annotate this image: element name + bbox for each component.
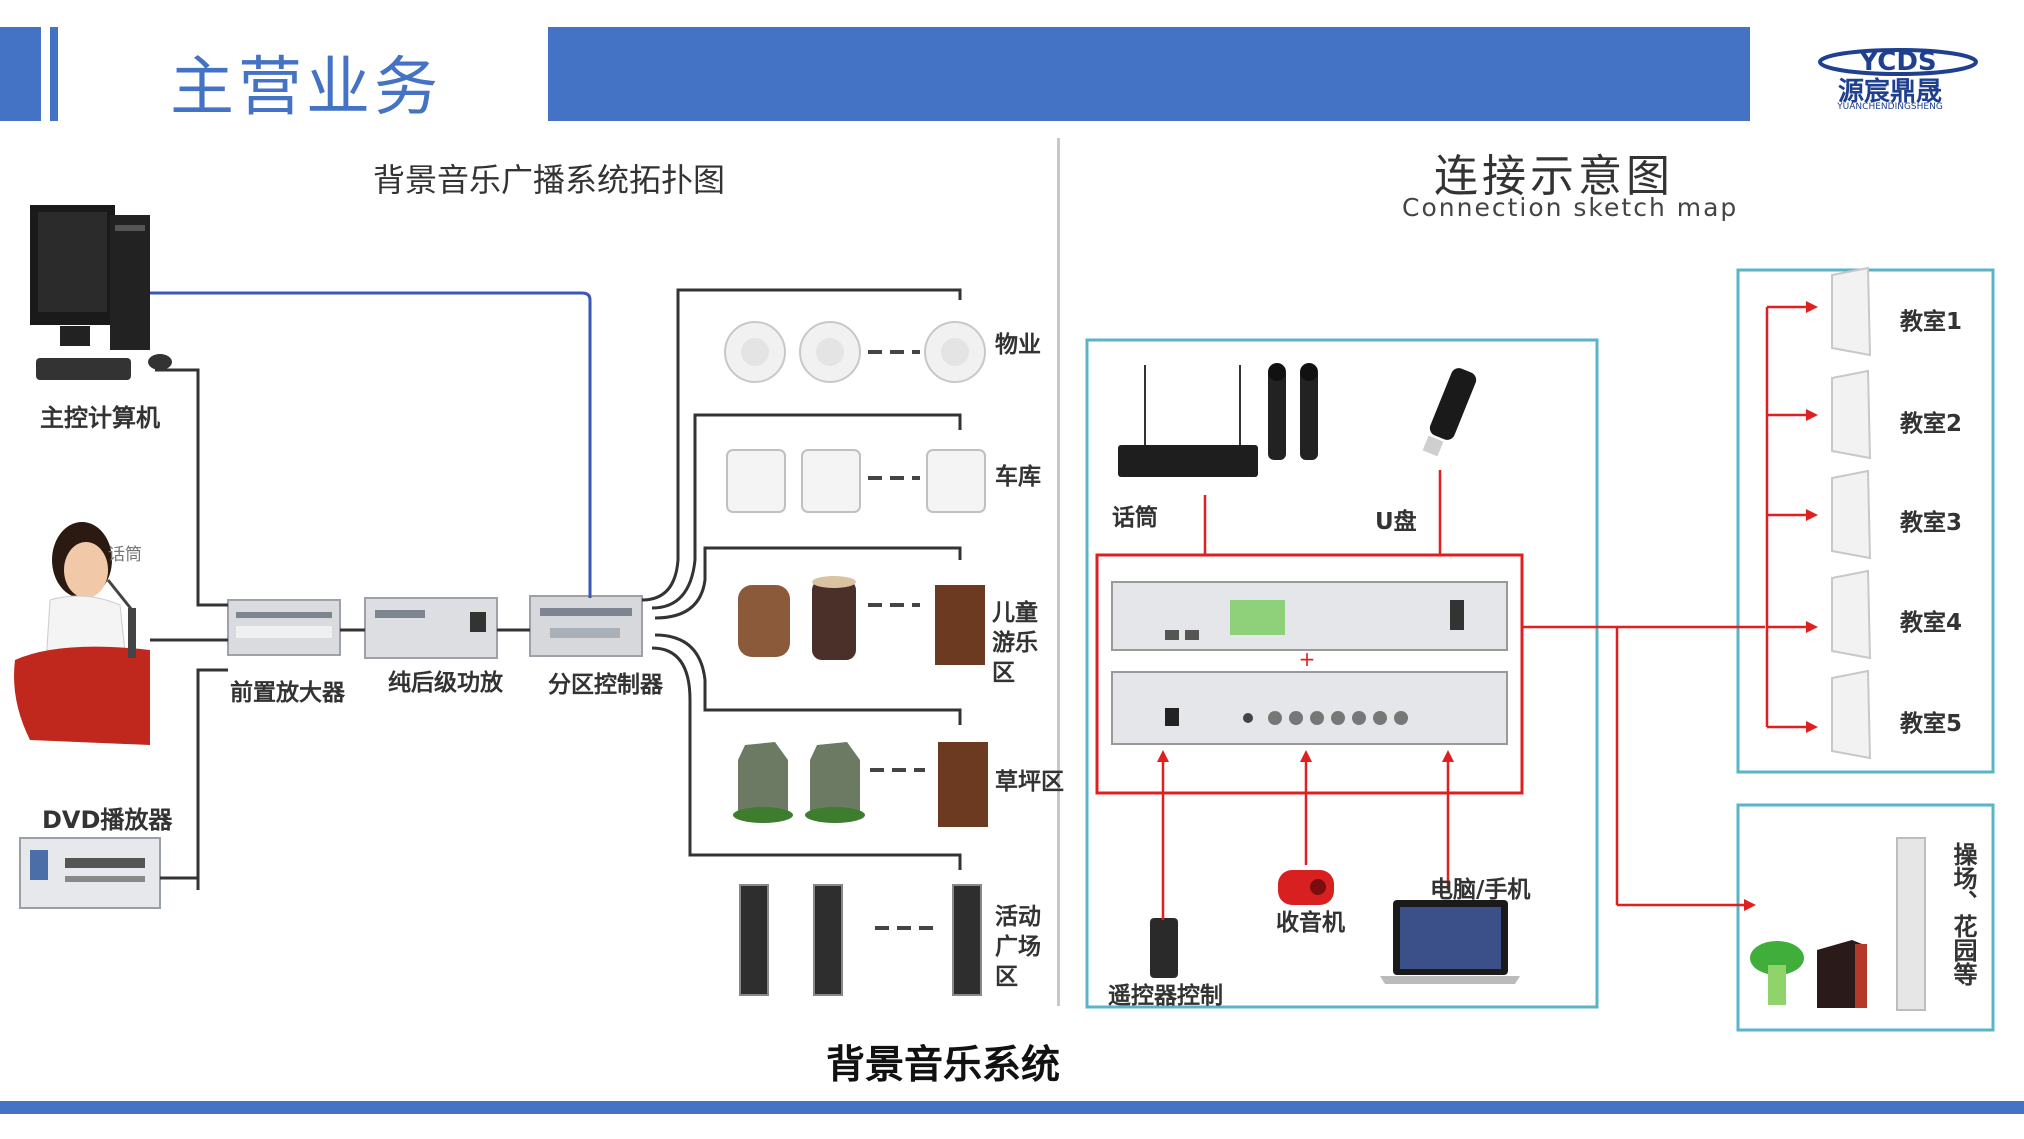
mushroom-speaker-icon bbox=[1750, 941, 1804, 1005]
remote-control-icon bbox=[1150, 918, 1178, 978]
zone-label-plaza: 活动广场区 bbox=[995, 904, 1041, 990]
pc-phone-label: 电脑/手机 bbox=[1430, 877, 1531, 903]
svg-text:+: + bbox=[1299, 647, 1316, 671]
computer-icon bbox=[30, 205, 172, 380]
mixer-device-icon bbox=[1111, 581, 1508, 651]
room-label-4: 教室4 bbox=[1900, 610, 1963, 636]
room-label-1: 教室1 bbox=[1900, 309, 1963, 335]
preamp-label: 前置放大器 bbox=[230, 680, 345, 706]
microphone-label: 话筒 bbox=[1112, 505, 1158, 531]
zone-label-lawn: 草坪区 bbox=[995, 769, 1064, 795]
radio-label: 收音机 bbox=[1276, 910, 1345, 936]
ceiling-speaker-icon bbox=[724, 321, 986, 383]
mic-tag-label: 话筒 bbox=[108, 545, 142, 565]
right-diagram-title: 连接示意图 bbox=[1434, 151, 1674, 202]
room-label-2: 教室2 bbox=[1900, 411, 1963, 437]
rock-speaker-icon bbox=[733, 742, 988, 827]
classroom-speaker-icon bbox=[1831, 266, 1872, 760]
amplifier-device-icon bbox=[1111, 671, 1508, 745]
outdoor-label: 操场、花园等 bbox=[1949, 842, 1977, 986]
column-speaker-outdoor-icon bbox=[1896, 837, 1926, 1011]
zone-label-garage: 车库 bbox=[995, 464, 1041, 490]
left-diagram-title: 背景音乐广播系统拓扑图 bbox=[373, 161, 726, 199]
laptop-icon bbox=[1380, 900, 1520, 984]
dvd-label: DVD播放器 bbox=[42, 806, 173, 834]
right-diagram-subtitle: Connection sketch map bbox=[1402, 193, 1739, 222]
radio-icon bbox=[1278, 870, 1334, 905]
footer-bar bbox=[0, 1101, 2024, 1114]
wireless-mic-icon bbox=[1118, 363, 1318, 477]
usb-label: U盘 bbox=[1375, 509, 1417, 535]
svg-text:YUANCHENDINGSHENG: YUANCHENDINGSHENG bbox=[1836, 102, 1943, 110]
center-divider bbox=[1057, 138, 1060, 1006]
power-amp-icon bbox=[364, 597, 498, 659]
svg-text:源宸鼎晟: 源宸鼎晟 bbox=[1838, 76, 1942, 107]
section-caption: 背景音乐系统 bbox=[826, 1043, 1061, 1088]
room-label-3: 教室3 bbox=[1900, 510, 1963, 536]
preamp-icon bbox=[227, 599, 341, 656]
outdoor-box-speaker-icon bbox=[1817, 940, 1867, 1008]
room-label-5: 教室5 bbox=[1900, 711, 1963, 737]
header-bar-main bbox=[548, 27, 1750, 121]
zone-label-playground: 儿童游乐区 bbox=[992, 600, 1038, 686]
wall-speaker-icon bbox=[726, 449, 986, 513]
company-logo: YCDS 源宸鼎晟 YUANCHENDINGSHENG bbox=[1818, 47, 1978, 110]
page-title: 主营业务 bbox=[170, 51, 442, 125]
stump-speaker-icon bbox=[738, 576, 985, 665]
column-speaker-icon bbox=[739, 884, 982, 996]
power-amp-label: 纯后级功放 bbox=[388, 670, 503, 696]
usb-drive-icon bbox=[1422, 368, 1477, 457]
zone-controller-icon bbox=[529, 595, 643, 657]
zone-label-property: 物业 bbox=[995, 332, 1041, 358]
remote-label: 遥控器控制 bbox=[1108, 983, 1223, 1009]
header-bar-left bbox=[0, 27, 41, 121]
svg-text:YCDS: YCDS bbox=[1858, 47, 1936, 77]
zone-controller-label: 分区控制器 bbox=[548, 672, 663, 698]
header-bar-gap bbox=[41, 27, 50, 121]
presenter-icon bbox=[14, 522, 150, 745]
computer-label: 主控计算机 bbox=[40, 404, 160, 432]
header-bar-stripe bbox=[50, 27, 58, 121]
dvd-player-icon bbox=[19, 837, 161, 909]
